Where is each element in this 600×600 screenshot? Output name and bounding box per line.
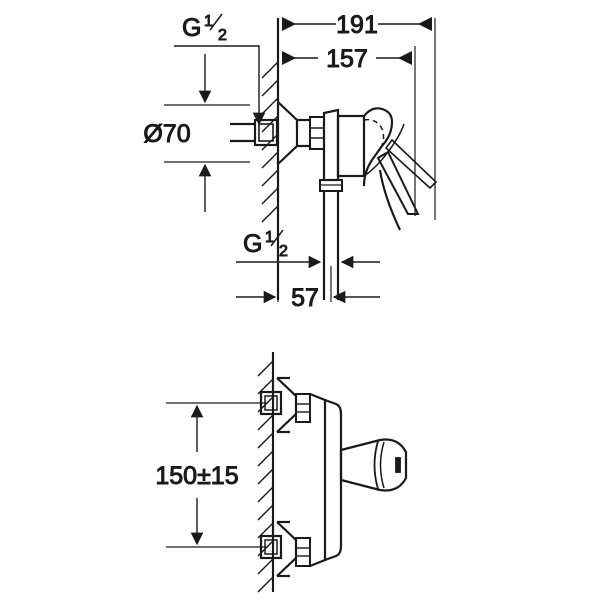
- escutcheon-cone-lower: [276, 520, 298, 578]
- dim-150: 150±15: [155, 402, 266, 548]
- thread-upper-denominator: 2: [218, 27, 227, 44]
- dim-157: 157: [282, 45, 416, 216]
- collar-ring-upper: [295, 393, 311, 423]
- lever-handle-plan: [339, 438, 408, 492]
- thread-callout-lower: G 1 2: [236, 229, 380, 269]
- mixer-body-plan: [309, 392, 343, 568]
- dim-157-label: 157: [326, 45, 368, 73]
- lever-handle: [362, 107, 438, 231]
- wall-hatching: [261, 61, 279, 223]
- mixer-body: [322, 108, 366, 182]
- dim-57: 57: [236, 266, 380, 313]
- dim-191-label: 191: [336, 11, 378, 39]
- escutcheon-cone: [277, 101, 310, 165]
- dim-d70-label: Ø70: [143, 120, 190, 148]
- escutcheon-cone-upper: [276, 376, 298, 434]
- thread-lower-prefix: G: [243, 230, 262, 258]
- outlet-pipe: [322, 191, 340, 300]
- thread-upper-numerator: 1: [204, 13, 213, 30]
- thread-lower-denominator: 2: [279, 243, 288, 260]
- dim-57-label: 57: [291, 284, 319, 312]
- inlet-nipple: [230, 118, 279, 147]
- thread-lower-numerator: 1: [265, 229, 274, 246]
- side-elevation-view: 191 157 G 1 2 Ø70 G 1: [143, 11, 438, 313]
- dim-d70: Ø70: [143, 54, 250, 212]
- dim-150-label: 150±15: [155, 462, 238, 490]
- top-plan-view: 150±15: [155, 352, 408, 593]
- thread-upper-prefix: G: [182, 14, 201, 42]
- outlet-collar: [319, 179, 343, 192]
- collar-ring-lower: [295, 537, 311, 567]
- collar-ring: [309, 116, 325, 150]
- dim-191: 191: [282, 11, 436, 220]
- thread-callout-upper: G 1 2: [174, 13, 266, 126]
